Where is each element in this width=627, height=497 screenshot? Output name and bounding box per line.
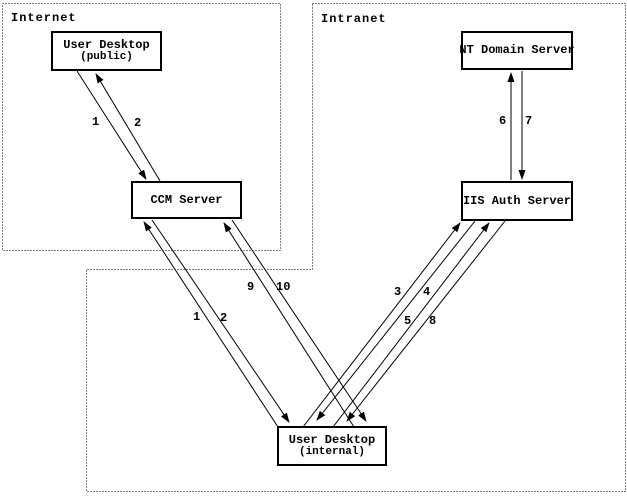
node-subtitle: (public): [80, 51, 133, 63]
node-ccm-server: CCM Server: [131, 181, 242, 219]
node-iis-auth-server: IIS Auth Server: [461, 181, 573, 221]
edge-line-4-iis-to-internal: [316, 220, 476, 421]
edge-label-7: 7: [525, 114, 533, 128]
node-nt-domain-server: NT Domain Server: [459, 31, 575, 70]
node-subtitle: (internal): [298, 446, 365, 458]
edge-label-5: 5: [404, 314, 412, 328]
node-title: CCM Server: [150, 192, 223, 207]
region-outline-intranet: [86, 3, 626, 492]
edge-line-1-internal-to-ccm: [143, 221, 279, 428]
edge-label-8: 8: [429, 314, 437, 328]
edge-label-3: 3: [394, 285, 402, 299]
edge-label-9: 9: [247, 280, 255, 294]
edge-label-1-public: 1: [92, 115, 100, 129]
edge-line-2-ccm-to-public: [95, 73, 161, 182]
edge-line-10-ccm-to-internal: [231, 219, 367, 422]
edge-label-2-internal: 2: [220, 311, 228, 325]
edge-line-9-internal-to-ccm: [223, 222, 355, 428]
node-title: NT Domain Server: [459, 43, 575, 57]
edge-line-5-internal-to-iis: [332, 222, 490, 428]
node-title: User Desktop: [288, 433, 376, 447]
region-outline-internet: [2, 3, 281, 251]
edge-label-4: 4: [423, 285, 431, 299]
node-user-desktop-public: User Desktop (public): [51, 31, 162, 71]
edge-line-8-iis-to-internal: [346, 220, 506, 422]
edge-label-6: 6: [499, 114, 507, 128]
node-title: User Desktop: [63, 38, 150, 52]
edge-label-1-internal: 1: [193, 310, 201, 324]
edge-label-2-public: 2: [134, 116, 142, 130]
region-label-internet: Internet: [11, 11, 77, 25]
edge-line-1-public-to-ccm: [76, 70, 147, 180]
edge-line-3-internal-to-iis: [302, 222, 461, 428]
region-label-intranet: Intranet: [321, 12, 387, 26]
node-title: IIS Auth Server: [462, 193, 572, 208]
node-user-desktop-internal: User Desktop (internal): [277, 426, 387, 466]
edge-label-10: 10: [276, 280, 291, 294]
edge-line-2-ccm-to-internal: [151, 219, 290, 423]
